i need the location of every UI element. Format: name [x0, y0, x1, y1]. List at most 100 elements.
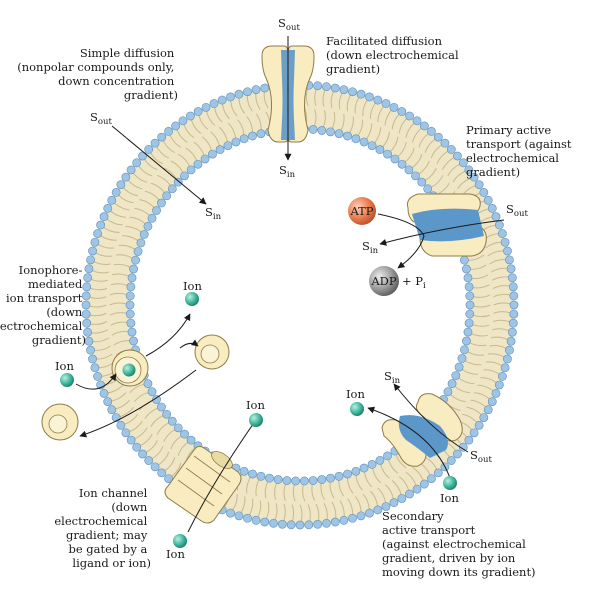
- ionophore-inside: [194, 334, 230, 370]
- line: electrochemical: [466, 151, 559, 165]
- lipid-headgroup: [81, 309, 91, 319]
- lipid-headgroup: [277, 519, 287, 529]
- lipid-headgroup: [405, 111, 414, 121]
- lipid-headgroup: [464, 435, 474, 445]
- lipid-headgroup: [423, 184, 433, 194]
- lipid-headgroup: [90, 363, 100, 373]
- lipid-headgroup: [248, 469, 257, 479]
- line: Simple diffusion: [80, 46, 175, 60]
- lipid-headgroup: [508, 318, 518, 328]
- s-letter: S: [506, 202, 514, 216]
- lipid-headgroup: [453, 151, 462, 161]
- lipid-headgroup: [381, 502, 391, 511]
- lipid-headgroup: [157, 402, 166, 412]
- ion-label-channel-inside: Ion: [246, 398, 265, 412]
- lipid-headgroup: [389, 498, 399, 508]
- lipid-headgroup: [129, 264, 138, 274]
- pump-core: [412, 208, 484, 242]
- lipid-headgroup: [234, 511, 244, 521]
- lipid-headgroup: [157, 198, 166, 208]
- lipid-headgroup: [144, 456, 154, 465]
- lipid-headgroup: [162, 409, 172, 419]
- line: down concentration: [58, 74, 175, 88]
- lipid-headgroup: [157, 468, 167, 478]
- lipid-headgroup: [173, 423, 183, 433]
- lipid-headgroup: [397, 107, 407, 116]
- line: (against electrochemical: [382, 537, 526, 551]
- lipid-headgroup: [86, 345, 95, 355]
- lipid-headgroup: [129, 336, 138, 346]
- lipid-headgroups: [81, 80, 519, 530]
- lipid-headgroup: [88, 354, 97, 364]
- lipid-headgroup: [417, 177, 427, 187]
- lipid-headgroup: [147, 387, 157, 397]
- s-letter: S: [205, 205, 213, 219]
- lipid-headgroup: [389, 102, 399, 112]
- lipid-headgroup: [491, 388, 501, 398]
- ion-channel-arrow: [187, 419, 257, 533]
- lipid-headgroup: [93, 229, 102, 238]
- lipid-headgroup: [483, 195, 493, 205]
- lipid-headgroup: [505, 255, 514, 265]
- lipid-headgroup: [226, 508, 235, 518]
- lipid-headgroup: [116, 180, 126, 190]
- lipid-headgroup: [136, 238, 146, 248]
- lipid-headgroup: [251, 515, 261, 525]
- s-in-secondary: Sin: [384, 369, 401, 386]
- in-subscript: in: [287, 170, 296, 180]
- lipid-headgroup: [500, 237, 510, 247]
- lipid-headgroup: [152, 395, 161, 404]
- lipid-headgroup: [464, 318, 474, 328]
- lipid-headgroup: [180, 171, 189, 181]
- pi-subscript: i: [423, 281, 426, 291]
- lipid-headgroup: [375, 455, 385, 465]
- lipid-headgroup: [458, 158, 468, 168]
- line: transport (against: [466, 137, 572, 151]
- s-out-simple: Sout: [90, 110, 112, 127]
- lipid-headgroup: [81, 300, 91, 310]
- lipid-headgroup: [507, 273, 517, 283]
- atp-molecule: ATP: [348, 197, 376, 225]
- lipid-headgroup: [383, 149, 392, 159]
- lipid-headgroup: [299, 476, 309, 486]
- lipid-headgroup: [503, 246, 512, 256]
- ion-channel: [164, 419, 257, 533]
- lipid-headgroup: [465, 300, 475, 310]
- line: electrochemical: [0, 319, 83, 333]
- lipid-headgroup: [457, 354, 467, 363]
- lipid-headgroup: [256, 471, 266, 481]
- lipid-headgroup: [133, 247, 143, 256]
- lipid-headgroup: [443, 387, 453, 397]
- lipid-headgroup: [127, 273, 137, 283]
- lipid-headgroup: [447, 379, 457, 389]
- lipid-headgroup: [367, 141, 377, 150]
- lipid-headgroup: [286, 520, 296, 530]
- lipid-headgroup: [144, 145, 154, 154]
- lipid-headgroup: [509, 291, 519, 301]
- lipid-bilayer-ring: [81, 80, 519, 530]
- lipid-headgroup: [317, 475, 327, 484]
- lipid-headgroup: [164, 474, 173, 484]
- lipid-headgroup: [273, 475, 283, 484]
- lipid-headgroup: [99, 388, 109, 398]
- lipid-headgroup: [82, 282, 92, 292]
- lipid-headgroup: [313, 519, 323, 529]
- secondary-active-transporter: [367, 383, 469, 479]
- line: Primary active: [466, 123, 551, 137]
- lipid-headgroup: [326, 127, 335, 137]
- lipid-headgroup: [126, 435, 136, 445]
- ion-label-ionophore-outside: Ion: [55, 359, 74, 373]
- lipid-headgroup: [397, 494, 407, 503]
- line: gradient): [32, 333, 86, 347]
- lipid-headgroup: [453, 449, 462, 459]
- lipid-headgroup: [260, 517, 270, 527]
- lipid-headgroup: [330, 83, 340, 93]
- lipid-headgroup: [84, 336, 94, 346]
- lipid-headgroup: [193, 159, 203, 169]
- s-letter: S: [362, 239, 370, 253]
- lipid-headgroup: [143, 221, 153, 231]
- lipid-headgroup: [171, 121, 181, 131]
- lipid-headgroup: [308, 476, 318, 485]
- ion-ball-ionophore-outside: [60, 373, 74, 387]
- adp-ball: [369, 266, 399, 296]
